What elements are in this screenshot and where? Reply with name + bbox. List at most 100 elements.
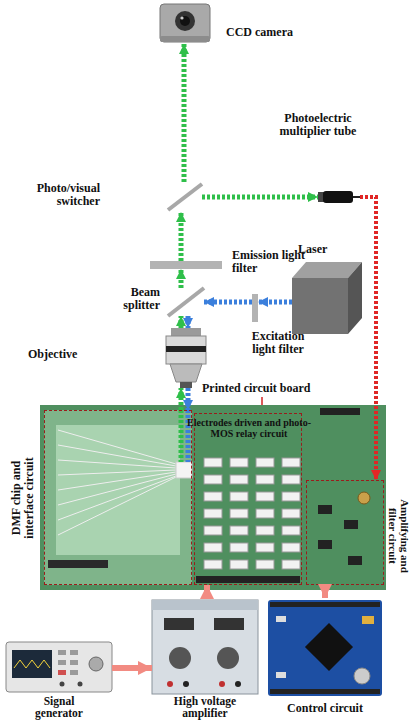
chip-glass — [56, 425, 180, 555]
generator-screen — [12, 650, 52, 678]
chip-well — [176, 462, 192, 478]
excitation-light-path — [186, 388, 191, 410]
relay — [256, 560, 274, 569]
filter-node: Emission light filter — [150, 261, 222, 269]
component-label: Excitation light filter — [240, 330, 316, 356]
instrument-node: High voltage amplifier — [152, 598, 258, 695]
signal-generator-drawing — [6, 642, 112, 692]
control-board — [268, 600, 382, 696]
relay-array — [204, 458, 300, 569]
electrode-line — [58, 460, 176, 468]
component-label: Objective — [28, 348, 108, 361]
ic-chip — [318, 540, 332, 549]
relay — [282, 509, 300, 518]
component-label: Emission light filter — [232, 249, 307, 275]
relay — [230, 560, 248, 569]
pmt-cable — [353, 196, 360, 198]
relay — [230, 458, 248, 467]
electrode-line — [58, 430, 176, 464]
component-label: CCD camera — [226, 26, 326, 39]
screen-trace — [14, 660, 50, 668]
control-board-drawing — [268, 600, 382, 696]
relay — [256, 492, 274, 501]
component — [362, 616, 374, 624]
microcontroller — [305, 623, 353, 671]
knob — [169, 647, 191, 669]
button — [58, 660, 66, 665]
relay — [282, 492, 300, 501]
component-label: High voltage amplifier — [152, 695, 258, 720]
signal-connector — [358, 492, 370, 504]
electrode-line — [58, 476, 176, 520]
component-label: Signal generator — [24, 695, 94, 720]
relay — [204, 475, 222, 484]
beam-splitter-mirror — [168, 288, 204, 316]
board-substrate — [40, 405, 386, 590]
electrode-line — [58, 477, 176, 535]
switcher-node: Photo/visual switcher — [168, 182, 202, 212]
emission-light-path — [182, 44, 187, 182]
control-arrow — [112, 665, 152, 671]
emission-light-path — [179, 269, 184, 288]
relay — [204, 509, 222, 518]
component — [276, 616, 286, 622]
chip-region: DMF chip and interface circuit — [44, 410, 192, 585]
amplifier-drawing — [152, 600, 258, 694]
relay — [204, 458, 222, 467]
laser-drawing — [292, 262, 362, 334]
electrode-line — [58, 472, 176, 490]
emission-filter — [150, 261, 222, 269]
component-label: Electrodes driven and photo-MOS relay ci… — [187, 418, 311, 440]
chip-area — [44, 410, 192, 585]
objective-cone — [170, 364, 202, 382]
splitter-node: Beam splitter — [168, 288, 204, 316]
relay — [256, 526, 274, 535]
knob — [89, 657, 103, 671]
instrument-node: Signal generator — [6, 640, 112, 695]
component-label: Amplifying and filter circuit — [386, 489, 410, 584]
component-label: Laser — [298, 243, 358, 256]
ic-chip — [344, 520, 358, 529]
emission-light-path — [179, 212, 184, 261]
camera-lens-core — [180, 16, 190, 26]
port — [60, 682, 65, 687]
electrode-line — [58, 445, 176, 466]
port — [219, 681, 225, 687]
emission-light-path — [179, 388, 184, 410]
knob — [217, 647, 239, 669]
button — [58, 650, 66, 655]
objective-body — [166, 336, 206, 364]
relay — [230, 492, 248, 501]
relay — [204, 526, 222, 535]
excitation-filter — [252, 294, 258, 322]
relay — [230, 543, 248, 552]
emission-light-path — [179, 316, 184, 328]
relay-region: Electrodes driven and photo-MOS relay ci… — [194, 413, 302, 585]
relay — [256, 458, 274, 467]
component-label: Photo/visual switcher — [5, 182, 100, 208]
button — [70, 670, 78, 675]
display — [214, 618, 244, 630]
excitation-light-path — [186, 316, 191, 328]
component-label: DMF chip and interface circuit — [10, 446, 36, 551]
port — [183, 681, 189, 687]
relay — [282, 458, 300, 467]
button — [70, 650, 78, 655]
signal-path — [360, 197, 376, 480]
relay — [282, 543, 300, 552]
objective-thread — [171, 328, 201, 336]
port — [167, 681, 173, 687]
relay — [230, 509, 248, 518]
interface-connector — [48, 560, 108, 568]
relay — [230, 526, 248, 535]
pmt-drawing — [318, 191, 360, 203]
laser-node: Laser — [292, 262, 362, 334]
objective-drawing — [166, 328, 206, 388]
pin-header — [196, 576, 300, 583]
relay — [230, 475, 248, 484]
pin-header — [270, 602, 380, 607]
relay — [204, 543, 222, 552]
component — [276, 672, 286, 678]
